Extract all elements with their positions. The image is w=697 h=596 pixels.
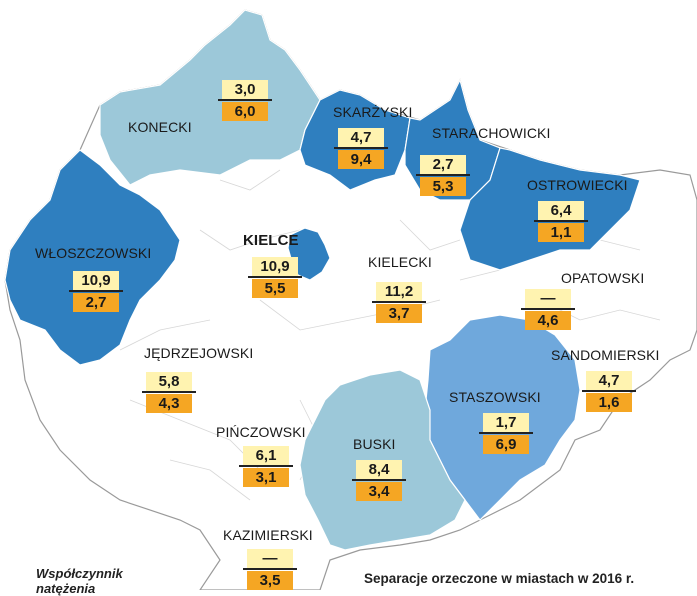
value-top-buski: 8,4	[356, 460, 402, 479]
value-bottom-buski: 3,4	[356, 482, 402, 501]
value-divider	[243, 568, 297, 570]
county-label-skarzyski: SKARŻYSKI	[333, 104, 413, 120]
value-divider	[69, 290, 123, 292]
value-top-kazimierski: —	[247, 549, 293, 568]
value-bottom-skarzyski: 9,4	[338, 150, 384, 169]
county-label-konecki: KONECKI	[128, 119, 192, 135]
county-label-kielce: KIELCE	[243, 232, 299, 249]
county-label-staszowski: STASZOWSKI	[449, 389, 541, 405]
value-bottom-kazimierski: 3,5	[247, 571, 293, 590]
county-label-opatowski: OPATOWSKI	[561, 270, 645, 286]
county-label-starachowicki: STARACHOWICKI	[432, 125, 551, 141]
value-divider	[142, 391, 196, 393]
value-divider	[521, 308, 575, 310]
value-bottom-pinczowski: 3,1	[243, 468, 289, 487]
region-konecki	[99, 9, 321, 186]
value-divider	[248, 276, 302, 278]
value-bottom-sandomierski: 1,6	[586, 393, 632, 412]
value-bottom-opatowski: 4,6	[525, 311, 571, 330]
county-label-pinczowski: PIŃCZOWSKI	[216, 424, 306, 440]
value-divider	[372, 301, 426, 303]
value-top-ostrowiecki: 6,4	[538, 201, 584, 220]
map-caption: Separacje orzeczone w miastach w 2016 r.	[364, 571, 635, 586]
legend-title: Współczynnik natężenia	[36, 566, 123, 596]
value-top-opatowski: —	[525, 289, 571, 308]
value-divider	[479, 432, 533, 434]
value-divider	[239, 465, 293, 467]
value-top-skarzyski: 4,7	[338, 128, 384, 147]
value-top-staszowski: 1,7	[483, 413, 529, 432]
county-label-buski: BUSKI	[353, 436, 396, 452]
value-bottom-kielce: 5,5	[252, 279, 298, 298]
legend-title-line1: Współczynnik	[36, 566, 123, 581]
value-bottom-konecki: 6,0	[222, 102, 268, 121]
value-top-kielce: 10,9	[252, 257, 298, 276]
value-divider	[416, 174, 470, 176]
county-label-kielecki: KIELECKI	[368, 254, 432, 270]
value-bottom-starachowicki: 5,3	[420, 177, 466, 196]
value-top-sandomierski: 4,7	[586, 371, 632, 390]
county-label-jedrzejowski: JĘDRZEJOWSKI	[144, 345, 254, 361]
value-top-kielecki: 11,2	[376, 282, 422, 301]
value-bottom-kielecki: 3,7	[376, 304, 422, 323]
county-label-wloszczowski: WŁOSZCZOWSKI	[35, 245, 152, 261]
county-label-sandomierski: SANDOMIERSKI	[551, 347, 660, 363]
county-label-ostrowiecki: OSTROWIECKI	[527, 177, 628, 193]
value-bottom-ostrowiecki: 1,1	[538, 223, 584, 242]
value-divider	[218, 99, 272, 101]
value-top-wloszczowski: 10,9	[73, 271, 119, 290]
value-top-konecki: 3,0	[222, 80, 268, 99]
value-top-starachowicki: 2,7	[420, 155, 466, 174]
value-top-jedrzejowski: 5,8	[146, 372, 192, 391]
value-divider	[534, 220, 588, 222]
value-divider	[582, 390, 636, 392]
value-bottom-jedrzejowski: 4,3	[146, 394, 192, 413]
county-label-kazimierski: KAZIMIERSKI	[223, 527, 313, 543]
value-bottom-staszowski: 6,9	[483, 435, 529, 454]
value-bottom-wloszczowski: 2,7	[73, 293, 119, 312]
region-wloszczowski	[4, 149, 181, 366]
value-divider	[334, 147, 388, 149]
value-divider	[352, 479, 406, 481]
value-top-pinczowski: 6,1	[243, 446, 289, 465]
legend-title-line2: natężenia	[36, 581, 96, 596]
